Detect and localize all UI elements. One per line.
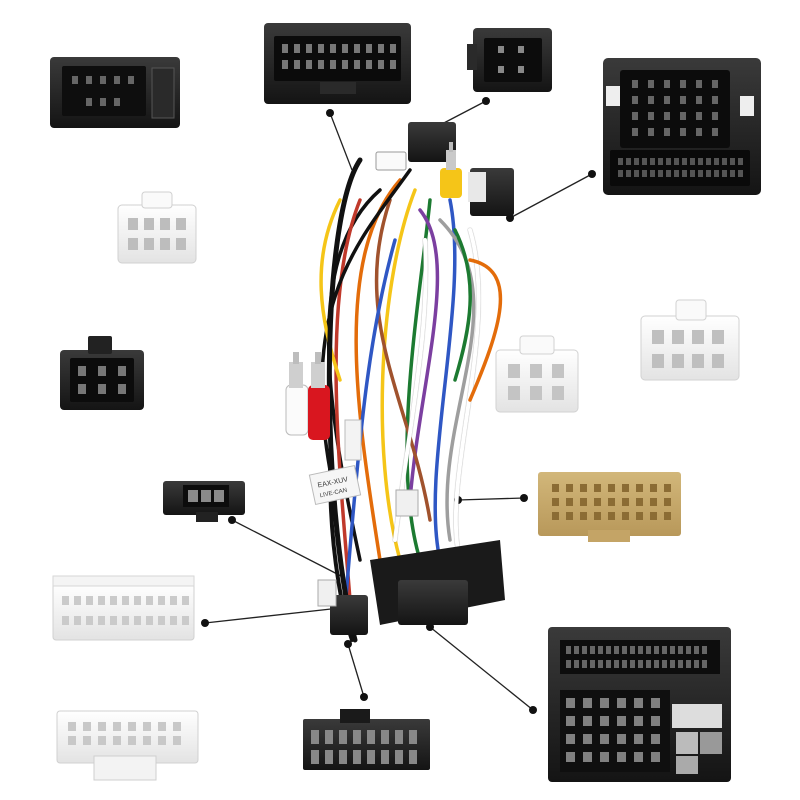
connector-white-22pin-left [52, 575, 195, 641]
harness-bottom-block [317, 489, 505, 635]
harness-plug-label [468, 172, 486, 202]
connector-black-20pin-topcenter [264, 23, 411, 104]
connector-black-16pin-iso-bottom [303, 709, 430, 770]
harness-label-sub: LIVE-CAN [319, 488, 347, 500]
connector-black-3pin-left [163, 481, 245, 522]
connector-white-8pin-right [640, 299, 740, 381]
connector-white-6pin-center [495, 335, 579, 413]
leader-lines [204, 100, 593, 711]
connector-black-6pin-left [60, 336, 144, 410]
connector-black-quadlock-right [603, 58, 761, 195]
connector-white-16pin-bottomleft [56, 710, 199, 781]
connector-black-4pin-topright [467, 28, 552, 92]
rca-audio-plugs [285, 352, 330, 440]
harness-mini-plug [375, 151, 407, 171]
connector-tan-24pin-right [538, 472, 681, 542]
harness-labels: EAX-XUV LIVE-CAN [308, 419, 362, 506]
connector-black-16pin-topleft [50, 57, 180, 128]
connector-black-quadlock-bottomright [548, 627, 731, 782]
yellow-rca-plug [440, 142, 462, 198]
harness-plug-top-a [408, 122, 456, 162]
harness-top-plugs [375, 122, 514, 216]
connector-white-8pin-left [117, 191, 197, 264]
